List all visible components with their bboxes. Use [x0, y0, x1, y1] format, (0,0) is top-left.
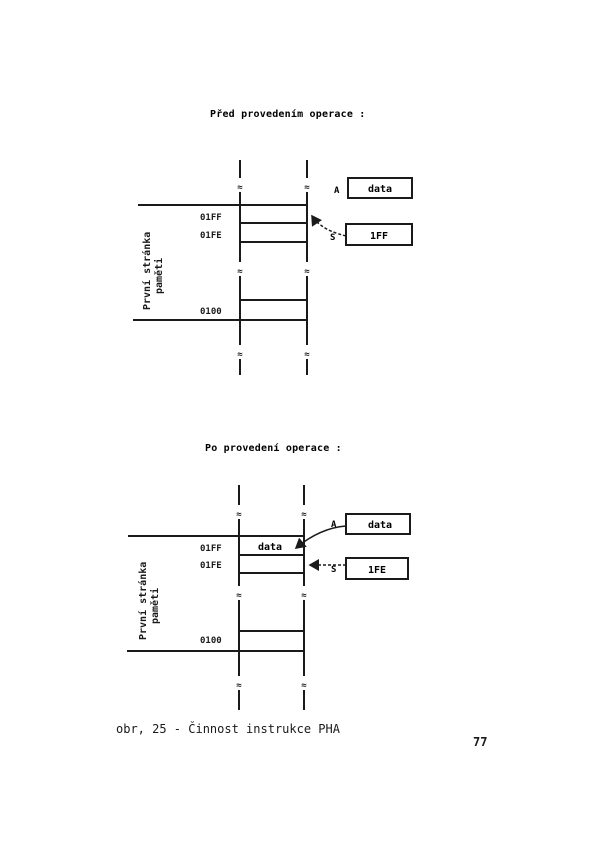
before-operation-diagram: Před provedením operace : ≈ ≈ ≈ ≈ ≈ ≈: [133, 108, 413, 375]
address-0100: 0100: [200, 636, 222, 646]
break-mark: ≈: [237, 267, 243, 277]
break-mark: ≈: [304, 183, 310, 193]
memory-rails: [239, 160, 308, 375]
page-label-line2: paměti: [153, 258, 165, 294]
address-0100: 0100: [200, 307, 222, 317]
break-mark: ≈: [301, 681, 307, 691]
after-title: Po provedení operace :: [205, 442, 342, 454]
register-s-label: S: [330, 233, 335, 243]
stack-pointer-arrow: [311, 214, 347, 237]
address-01fe: 01FE: [200, 561, 222, 571]
break-mark: ≈: [236, 510, 242, 520]
address-01ff: 01FF: [200, 544, 222, 554]
register-a-box: [345, 513, 411, 535]
break-mark: ≈: [236, 591, 242, 601]
cell-01ff-value: data: [258, 542, 282, 553]
break-mark: ≈: [301, 591, 307, 601]
page-label-line2: paměti: [149, 588, 161, 624]
break-mark: ≈: [237, 350, 243, 360]
data-transfer-arrow: [294, 525, 347, 549]
break-mark: ≈: [236, 681, 242, 691]
after-operation-diagram: Po provedení operace : ≈ ≈ ≈ ≈ ≈ ≈: [127, 442, 411, 710]
break-mark: ≈: [237, 183, 243, 193]
register-a-label: A: [334, 186, 340, 196]
register-a-value: data: [368, 520, 392, 531]
register-s-box: [345, 223, 413, 246]
page-number: 77: [473, 735, 488, 749]
page-label-line1: První stránka: [141, 232, 153, 310]
register-a-value: data: [368, 184, 392, 195]
register-a-label: A: [331, 520, 337, 530]
register-s-value: 1FE: [368, 565, 386, 576]
address-01ff: 01FF: [200, 213, 222, 223]
address-01fe: 01FE: [200, 231, 222, 241]
break-mark: ≈: [304, 350, 310, 360]
register-a-box: [347, 177, 413, 199]
figure-caption: obr, 25 - Činnost instrukce PHA: [116, 722, 340, 736]
break-mark: ≈: [304, 267, 310, 277]
break-mark: ≈: [301, 510, 307, 520]
page-label-line1: První stránka: [137, 562, 149, 640]
register-s-box: [345, 557, 409, 580]
register-s-label: S: [331, 565, 336, 575]
before-title: Před provedením operace :: [210, 108, 366, 120]
register-s-value: 1FF: [370, 231, 388, 242]
